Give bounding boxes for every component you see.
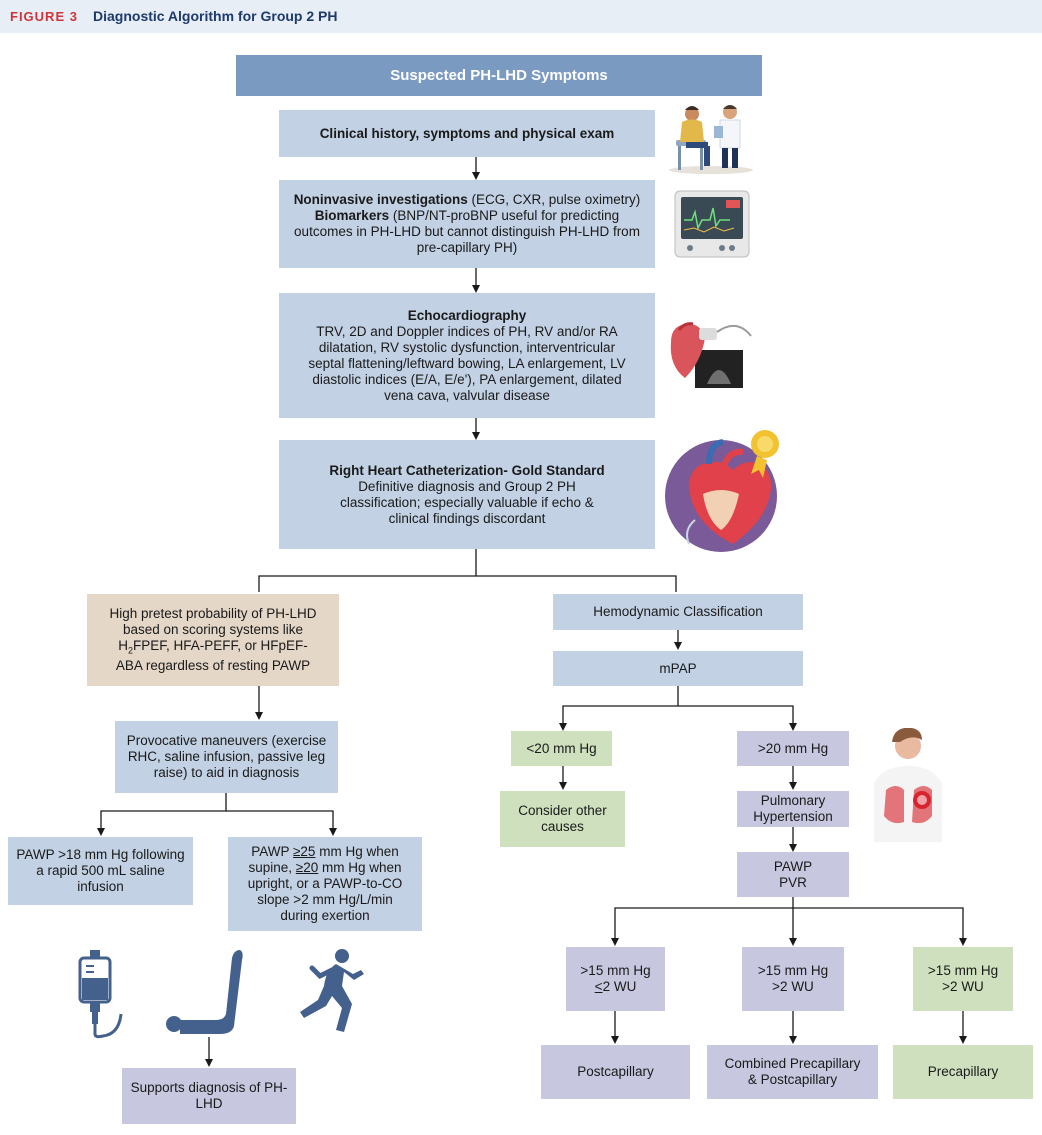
criteria-postcap-line2: <2 WU <box>595 979 637 995</box>
noninvasive-detail: (ECG, CXR, pulse oximetry) <box>467 192 641 207</box>
consider-text: Consider other causes <box>518 803 607 834</box>
echo-body: TRV, 2D and Doppler indices of PH, RV an… <box>308 323 626 403</box>
pawp25-e: mm Hg when upright, or a PAWP-to-CO slop… <box>247 860 403 923</box>
provocative-text: Provocative maneuvers (exercise RHC, sal… <box>126 733 327 780</box>
hemodynamic-text: Hemodynamic Classification <box>593 604 763 619</box>
pretest-sub: 2 <box>127 645 133 656</box>
noninvasive-label: Noninvasive investigations <box>293 192 468 207</box>
lt20-box: <20 mm Hg <box>511 731 612 766</box>
postcapillary-text: Postcapillary <box>577 1064 654 1079</box>
supports-diagnosis-text: Supports diagnosis of PH-LHD <box>130 1080 288 1111</box>
pawp-pvr-box: PAWP PVR <box>737 852 849 897</box>
criteria-combined-line1: >15 mm Hg <box>757 963 829 978</box>
criteria-combined-box: >15 mm Hg >2 WU <box>742 947 844 1011</box>
provocative-box: Provocative maneuvers (exercise RHC, sal… <box>115 721 338 793</box>
combined-text: Combined Precapillary & Postcapillary <box>724 1056 861 1087</box>
pulmonary-hypertension-box: Pulmonary Hypertension <box>737 791 849 827</box>
suspected-symptoms-box: Suspected PH-LHD Symptoms <box>236 55 762 96</box>
criteria-postcap-box: >15 mm Hg <2 WU <box>566 947 665 1011</box>
rhc-box: Right Heart Catheterization- Gold Standa… <box>279 440 655 549</box>
pawp25-a: PAWP <box>251 844 294 859</box>
precapillary-text: Precapillary <box>927 1064 999 1079</box>
criteria-combined-line2: >2 WU <box>772 979 814 994</box>
pawp-label: PAWP <box>773 858 813 874</box>
postcapillary-box: Postcapillary <box>541 1045 690 1099</box>
gt20-text: >20 mm Hg <box>757 740 829 756</box>
saline-bag-illustration <box>78 950 123 1039</box>
pawp18-text: PAWP >18 mm Hg following a rapid 500 mL … <box>16 847 185 894</box>
mpap-text: mPAP <box>659 660 697 676</box>
echo-title: Echocardiography <box>407 307 527 323</box>
biomarkers-detail: (BNP/NT-proBNP useful for predicting out… <box>294 208 640 255</box>
figure-header <box>0 0 1042 33</box>
pawp25-d: ≥20 <box>295 860 319 875</box>
pulmonary-hypertension-text: Pulmonary Hypertension <box>753 793 833 824</box>
noninvasive-box: Noninvasive investigations (ECG, CXR, pu… <box>279 180 655 268</box>
pawp25-box: PAWP ≥25 mm Hg when supine, ≥20 mm Hg wh… <box>228 837 422 931</box>
lt20-text: <20 mm Hg <box>526 740 597 756</box>
gt20-box: >20 mm Hg <box>737 731 849 766</box>
biomarkers-label: Biomarkers <box>314 208 390 223</box>
consider-box: Consider other causes <box>500 791 625 847</box>
monitor-illustration <box>674 190 750 258</box>
pawp25-text: PAWP ≥25 mm Hg when supine, ≥20 mm Hg wh… <box>242 844 408 924</box>
rhc-body: Definitive diagnosis and Group 2 PH clas… <box>340 478 594 526</box>
criteria-postcap-le: < <box>594 979 603 994</box>
lungs-patient-illustration <box>874 728 942 842</box>
mpap-box: mPAP <box>553 651 803 686</box>
pvr-label: PVR <box>779 874 807 890</box>
supports-diagnosis-box: Supports diagnosis of PH-LHD <box>122 1068 296 1124</box>
criteria-postcap-wu: 2 WU <box>602 979 637 994</box>
clinical-history-box: Clinical history, symptoms and physical … <box>279 110 655 157</box>
pawp18-box: PAWP >18 mm Hg following a rapid 500 mL … <box>8 837 193 905</box>
criteria-precap-line1: >15 mm Hg <box>927 963 999 978</box>
noninvasive-line: Noninvasive investigations (ECG, CXR, pu… <box>294 192 641 208</box>
running-woman-illustration <box>300 949 364 1032</box>
figure-title: Diagnostic Algorithm for Group 2 PH <box>93 8 338 24</box>
pawp25-b: ≥25 <box>293 844 316 859</box>
biomarkers-line: Biomarkers (BNP/NT-proBNP useful for pre… <box>287 208 647 256</box>
pretest-probability-box: High pretest probability of PH-LHD based… <box>87 594 339 686</box>
clinical-history-text: Clinical history, symptoms and physical … <box>319 125 615 141</box>
heart-catheter-illustration <box>665 430 779 552</box>
echocardiography-box: Echocardiography TRV, 2D and Doppler ind… <box>279 293 655 418</box>
figure-label: FIGURE 3 <box>10 9 78 24</box>
criteria-precap-line2: >2 WU <box>942 979 984 994</box>
precapillary-box: Precapillary <box>893 1045 1033 1099</box>
criteria-precap-box: >15 mm Hg >2 WU <box>913 947 1013 1011</box>
pretest-text-a: High pretest probability of PH-LHD based… <box>109 605 317 653</box>
doctor-patient-illustration <box>669 105 753 174</box>
rhc-title: Right Heart Catheterization- Gold Standa… <box>329 462 605 478</box>
hemodynamic-box: Hemodynamic Classification <box>553 594 803 630</box>
combined-box: Combined Precapillary & Postcapillary <box>707 1045 878 1099</box>
suspected-symptoms-text: Suspected PH-LHD Symptoms <box>390 66 608 84</box>
leg-raise-illustration <box>166 950 243 1034</box>
pawp25-c: mm Hg when supine, <box>248 844 399 875</box>
criteria-postcap-line1: >15 mm Hg <box>580 963 651 978</box>
pretest-text-b: FPEF, HFA-PEFF, or HFpEF-ABA regardless … <box>115 637 311 674</box>
pretest-text: High pretest probability of PH-LHD based… <box>105 606 321 675</box>
echocardiography-illustration <box>670 322 752 388</box>
